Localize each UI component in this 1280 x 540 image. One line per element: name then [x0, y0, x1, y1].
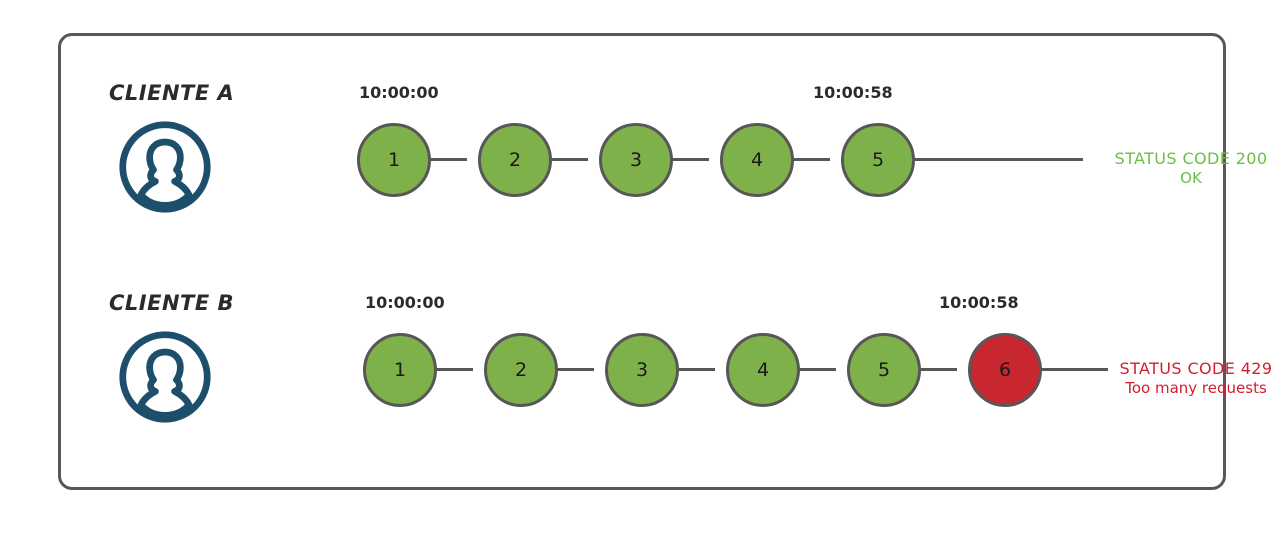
timestamp-end-a: 10:00:58 [813, 83, 893, 102]
status-block-b: STATUS CODE 429 Too many requests [1091, 359, 1280, 398]
status-message-a: OK [1180, 169, 1202, 187]
diagram-frame: CLIENTE A 10:00:00 10:00:58 1 [58, 33, 1272, 490]
connector [429, 158, 467, 161]
client-label-a: CLIENTE A [109, 81, 235, 105]
connector [671, 158, 709, 161]
timestamp-start-b: 10:00:00 [365, 293, 445, 312]
status-code-a: STATUS CODE 200 [1114, 149, 1268, 168]
tail-line-a [905, 158, 1083, 161]
connector [792, 158, 830, 161]
status-message-b: Too many requests [1125, 379, 1267, 397]
client-label-b: CLIENTE B [109, 291, 235, 315]
user-avatar-icon [117, 329, 213, 425]
timeline-a: 10:00:00 10:00:58 1 2 3 4 5 STATUS CODE … [301, 81, 1267, 251]
request-node[interactable]: 1 [363, 333, 437, 407]
tail-line-b [1032, 368, 1108, 371]
request-node[interactable]: 3 [599, 123, 673, 197]
user-avatar-icon [117, 119, 213, 215]
connector [677, 368, 715, 371]
request-node[interactable]: 5 [847, 333, 921, 407]
status-block-a: STATUS CODE 200 OK [1091, 149, 1280, 188]
status-code-b: STATUS CODE 429 [1119, 359, 1273, 378]
connector [556, 368, 594, 371]
request-node[interactable]: 4 [726, 333, 800, 407]
request-node[interactable]: 4 [720, 123, 794, 197]
timeline-b: 10:00:00 10:00:58 1 2 3 4 5 6 STATUS COD… [301, 291, 1272, 461]
timestamp-end-b: 10:00:58 [939, 293, 1019, 312]
request-node[interactable]: 3 [605, 333, 679, 407]
connector [919, 368, 957, 371]
request-node[interactable]: 5 [841, 123, 915, 197]
request-node[interactable]: 1 [357, 123, 431, 197]
client-row-cliente-b: CLIENTE B 10:00:00 10:00:58 1 2 [61, 291, 1272, 461]
connector [798, 368, 836, 371]
client-row-cliente-a: CLIENTE A 10:00:00 10:00:58 1 [61, 81, 1267, 251]
request-node[interactable]: 2 [484, 333, 558, 407]
request-node[interactable]: 2 [478, 123, 552, 197]
timestamp-start-a: 10:00:00 [359, 83, 439, 102]
connector [550, 158, 588, 161]
request-node-rate-limited[interactable]: 6 [968, 333, 1042, 407]
connector [435, 368, 473, 371]
